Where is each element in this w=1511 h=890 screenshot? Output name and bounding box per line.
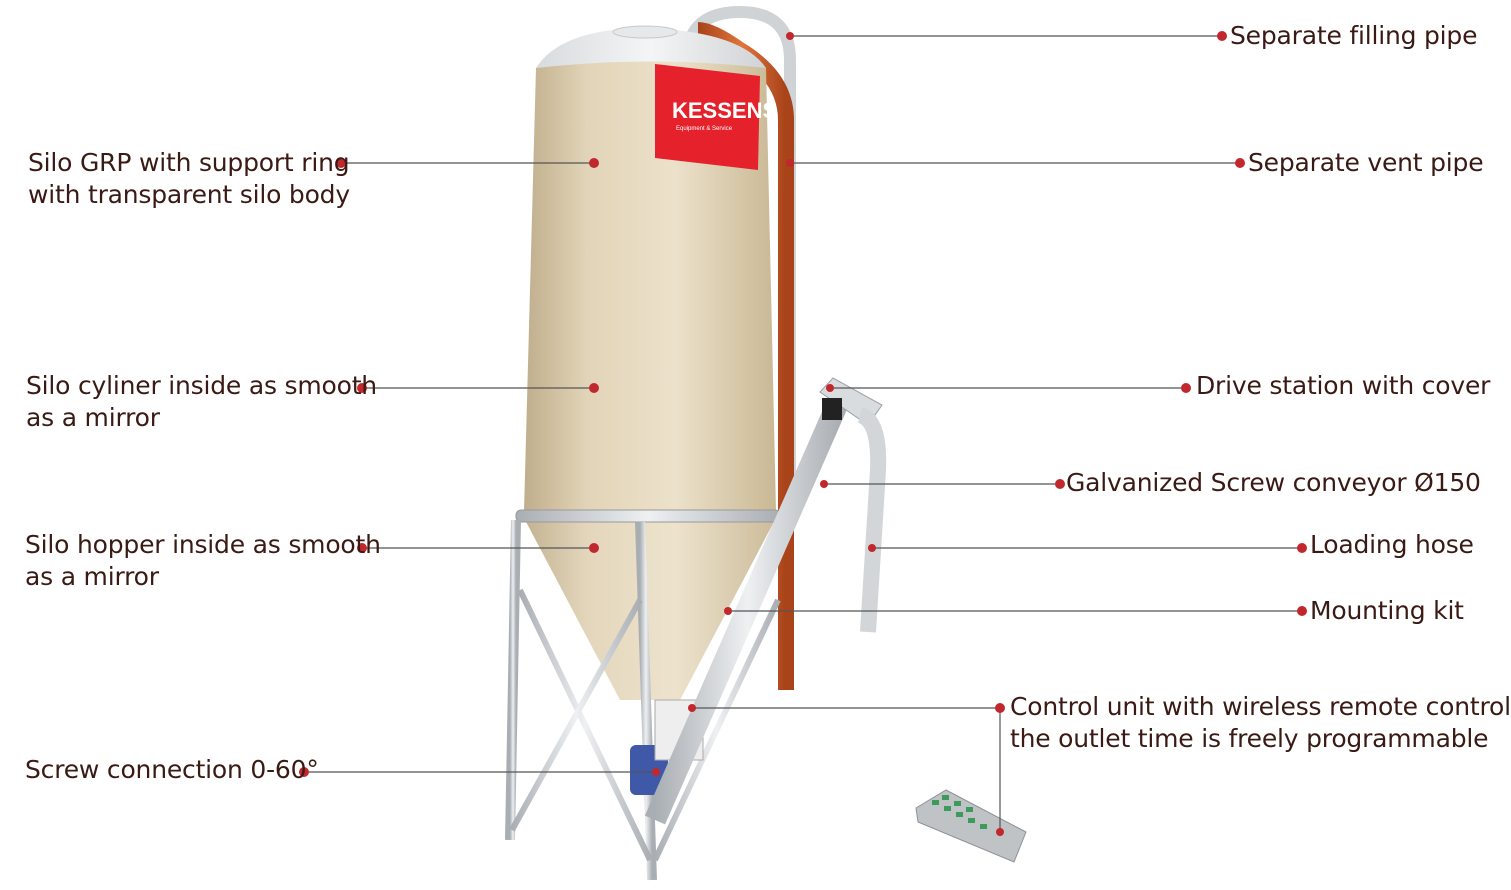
support-frame [505,519,785,881]
screw-conveyor [644,393,851,825]
silo-illustration: KESSENS Equipment & Service [299,5,1307,881]
silo-hatch [612,25,678,39]
label-hopper: Silo hopper inside as smooth as a mirror [25,530,381,591]
label-mounting-kit: Mounting kit [1310,596,1464,625]
label-screw-conveyor: Galvanized Screw conveyor Ø150 [1066,468,1481,497]
label-loading-hose: Loading hose [1310,530,1474,559]
label-drive-station: Drive station with cover [1196,371,1491,400]
silo-roof [536,28,766,68]
svg-text:Equipment & Service: Equipment & Service [676,126,733,132]
label-cylinder: Silo cyliner inside as smooth as a mirro… [26,371,377,432]
label-filling-pipe: Separate filling pipe [1230,21,1478,50]
leader-dots [299,31,1307,836]
remote-control [915,789,1027,863]
silo-cylinder [524,61,776,512]
drive-motor [822,398,842,420]
label-vent-pipe: Separate vent pipe [1248,148,1484,177]
silo-hopper [524,518,776,700]
label-screw-connection: Screw connection 0-60° [25,755,319,784]
leader-lines [304,35,1302,832]
support-ring [515,509,781,523]
label-control-unit: Control unit with wireless remote contro… [1010,692,1511,753]
svg-text:KESSENS: KESSENS [672,98,777,123]
kessens-logo: KESSENS Equipment & Service [655,64,777,170]
label-silo-grp: Silo GRP with support ring with transpar… [28,148,350,209]
loading-hose [857,407,887,633]
